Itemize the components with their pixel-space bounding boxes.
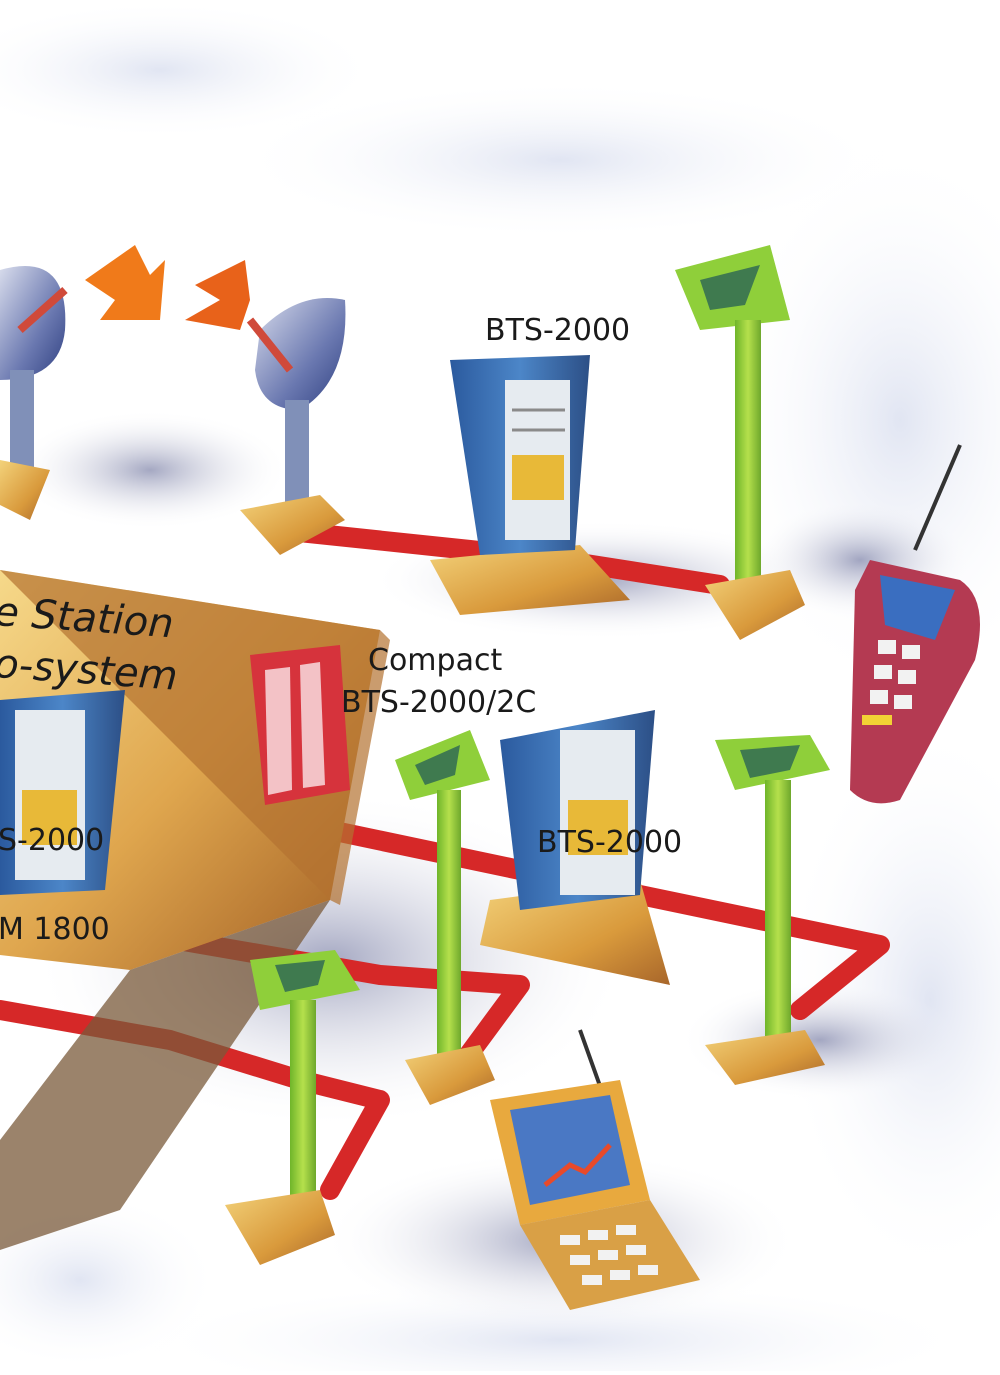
antenna-top (675, 245, 805, 640)
dish-right (240, 298, 346, 555)
label-compact-model: BTS-2000/2C (341, 685, 537, 720)
mobile-phone (850, 444, 980, 804)
arrow-right (85, 245, 165, 320)
antenna-right (705, 735, 830, 1085)
label-compact: Compact (368, 643, 503, 678)
laptop (490, 1029, 700, 1310)
bts-top-cabinet (430, 355, 630, 615)
antenna-middle (395, 730, 495, 1105)
bts-center-cabinet (480, 710, 670, 985)
bts-left-cabinet (0, 690, 125, 895)
label-bts-center: BTS-2000 (537, 825, 683, 860)
label-gsm: M 1800 (0, 912, 110, 947)
red-rack-equipment (250, 645, 350, 805)
label-bts-top: BTS-2000 (485, 313, 631, 348)
dish-left (0, 266, 68, 520)
label-bts-left: S-2000 (0, 823, 105, 858)
arrow-left (185, 260, 250, 330)
antenna-lower (225, 950, 360, 1265)
microwave-link (0, 245, 346, 555)
